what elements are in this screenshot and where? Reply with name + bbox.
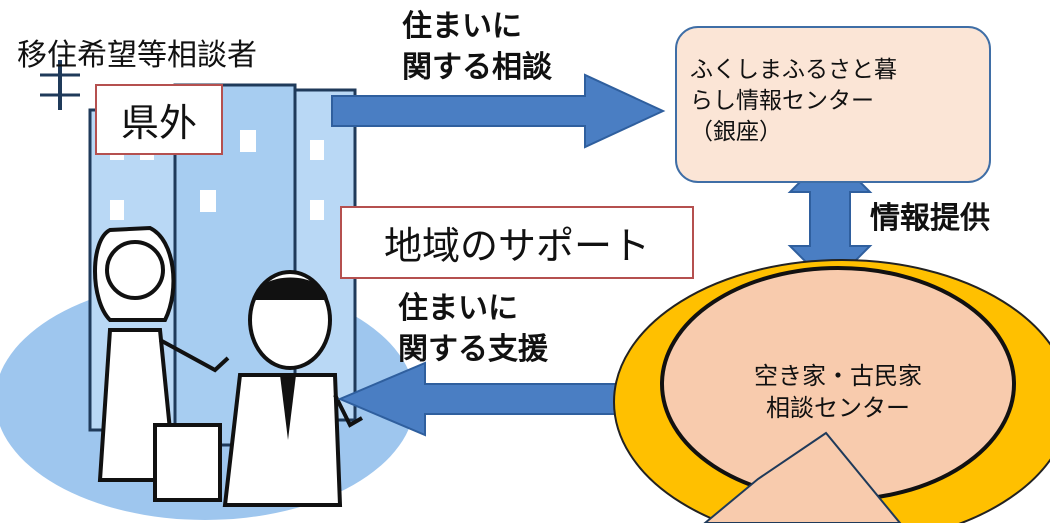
support-label-line1: 住まいに (398, 291, 518, 326)
support-label: 住まいに 関する支援 (398, 288, 548, 370)
consultation-center-line2: 相談センター (766, 394, 910, 423)
consultation-center-line1: 空き家・古民家 (754, 362, 922, 390)
consultation-label-line1: 住まいに (402, 9, 522, 44)
support-label-line2: 関する支援 (398, 332, 548, 367)
info-center-box (675, 26, 991, 183)
regional-support-box: 地域のサポート (340, 206, 694, 279)
consultation-label-line2: 関する相談 (402, 50, 552, 85)
info-center-line1: ふくしまふるさと暮 (690, 57, 897, 83)
info-provision-label: 情報提供 (870, 201, 990, 236)
consultation-arrow (331, 73, 666, 149)
info-center-line2: らし情報センター (690, 88, 874, 115)
consultation-center-text: 空き家・古民家 相談センター (708, 360, 968, 425)
people-label: 移住希望等相談者 (17, 38, 257, 73)
consultation-label: 住まいに 関する相談 (402, 6, 552, 88)
callout-bubble (703, 431, 902, 523)
info-center-line3: （銀座） (690, 119, 782, 146)
city-people-illustration (0, 60, 415, 520)
origin-box: 県外 (95, 84, 223, 155)
info-center-text: ふくしまふるさと暮 らし情報センター （銀座） (690, 55, 980, 148)
